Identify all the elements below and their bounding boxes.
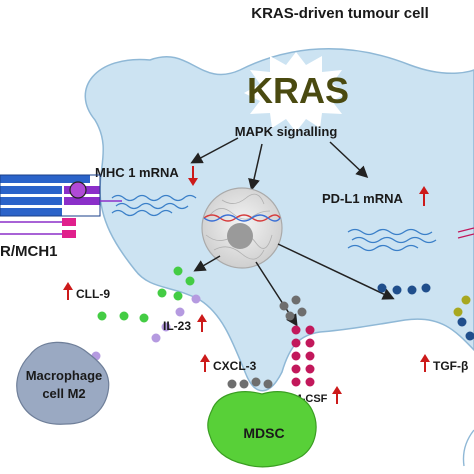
up-arrow-icon [200,354,210,372]
macrophage-m2-cell [16,341,110,425]
up-arrow-icon [197,314,207,332]
cll9-green-chemokines [97,266,195,323]
kras-starburst [244,52,348,132]
arrow-mapk-to-pdl1 [329,141,369,179]
down-arrow-icon [188,166,198,186]
il23-purple-chemokines [91,294,201,361]
arrow-mapk-to-nucleus [248,143,263,191]
il23-label: IL-23 [163,319,191,333]
cxcl3-grey-chemokines [227,295,307,389]
pdl1-membrane-marks [457,227,474,239]
cll9-label: CLL-9 [76,287,110,301]
gmcsf-crimson-chemokines [291,325,315,387]
up-arrow-icon [419,186,429,206]
cell-title: KRAS-driven tumour cell [251,5,429,22]
pdl1-mrna-strands [347,228,437,252]
arrow-mapk-to-mhc1 [190,137,239,164]
right-cell-edge [462,429,474,467]
mhc1-mrna-label: MHC 1 mRNA [95,165,179,180]
up-arrow-icon [332,386,342,404]
mapk-label: MAPK signalling [235,124,338,139]
nucleus [201,187,283,269]
tcr-mch1-label: R/MCH1 [0,243,58,260]
up-arrow-icon [63,282,73,300]
pdl1-mrna-label: PD-L1 mRNA [322,191,404,206]
macrophage-label-line2: cell M2 [42,386,85,401]
mdsc-cell [207,391,317,468]
tgfb-label: TGF-β [433,359,468,373]
mdsc-label: MDSC [243,425,284,441]
arrow-nucleus-to-cll9 [193,255,221,272]
mhc1-mrna-strands [111,194,197,217]
up-arrow-icon [420,354,430,372]
tcr-mch1-receptor [0,174,122,238]
tgfb-olive-chemokines [453,295,471,317]
macrophage-label-line1: Macrophage [26,368,103,383]
kras-label: KRAS [247,70,349,111]
arrow-nucleus-to-tgfb [277,243,395,300]
cxcl3-label: CXCL-3 [213,359,257,373]
tgfb-navy-chemokines [377,283,474,341]
